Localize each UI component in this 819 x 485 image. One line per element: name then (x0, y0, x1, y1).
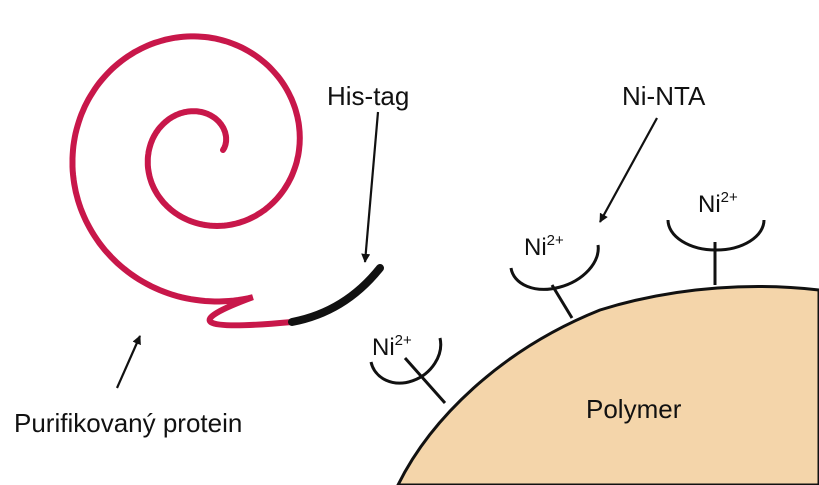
protein-spiral (73, 36, 300, 325)
polymer-label: Polymer (586, 394, 682, 424)
his-tag-arrow (365, 112, 378, 262)
ni-nta-arrow (600, 118, 657, 222)
protein-label: Purifikovaný protein (14, 408, 242, 438)
ni-nta-anchor-3 (668, 220, 764, 285)
ni-nta-label: Ni-NTA (622, 81, 706, 111)
his-tag-label: His-tag (327, 81, 409, 111)
ni-ion-label-1: Ni2+ (372, 332, 412, 361)
ni-ion-label-2: Ni2+ (524, 232, 564, 261)
ni-ion-label-3: Ni2+ (698, 189, 738, 218)
protein-arrow (117, 336, 140, 388)
polymer-bead (398, 287, 819, 485)
his-tag-segment (292, 268, 380, 322)
